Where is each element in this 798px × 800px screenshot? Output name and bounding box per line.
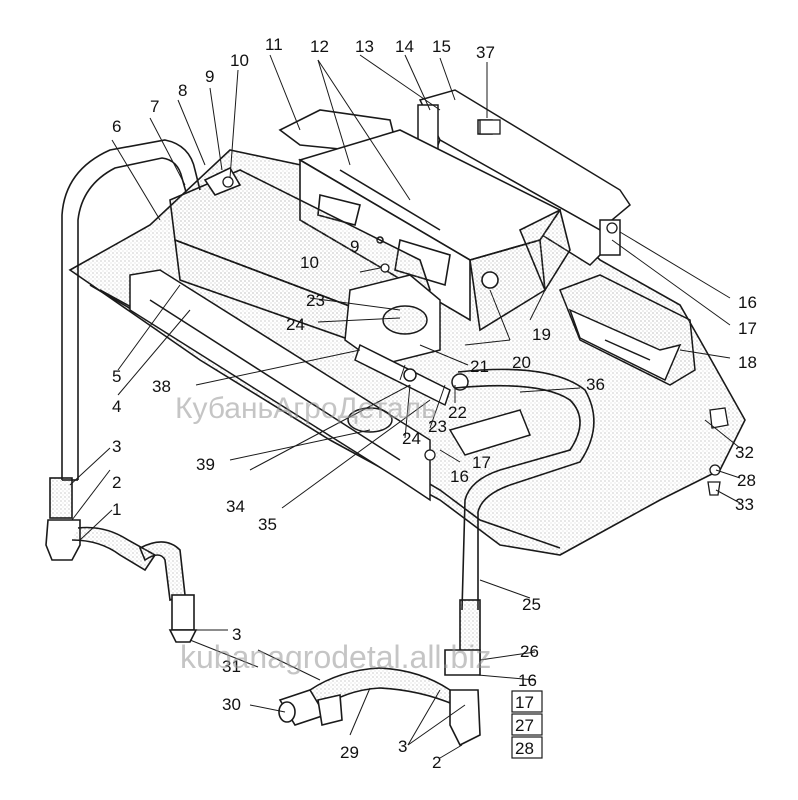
- callout-36: 36: [586, 375, 605, 394]
- callout-7: 7: [150, 97, 159, 116]
- seat-riser: [278, 109, 571, 332]
- right-heater-pipe: [454, 368, 595, 661]
- callout-16c: 16: [518, 671, 537, 690]
- callout-12: 12: [310, 37, 329, 56]
- boxed-callout-b27: 27: [515, 716, 534, 735]
- callout-17a: 17: [738, 319, 757, 338]
- valve-assembly: [278, 649, 481, 747]
- callout-24a: 24: [286, 315, 305, 334]
- callout-15: 15: [432, 37, 451, 56]
- callout-9a: 9: [205, 67, 214, 86]
- callout-18: 18: [738, 353, 757, 372]
- callout-23b: 23: [428, 417, 447, 436]
- callout-31: 31: [222, 657, 241, 676]
- callout-23a: 23: [306, 291, 325, 310]
- floor-channel: [129, 269, 531, 502]
- left-heater-pipe: [45, 139, 201, 572]
- callout-6: 6: [112, 117, 121, 136]
- callout-16b: 16: [450, 467, 469, 486]
- callout-16a: 16: [738, 293, 757, 312]
- callout-10b: 10: [300, 253, 319, 272]
- callout-30: 30: [222, 695, 241, 714]
- callout-3c: 3: [398, 737, 407, 756]
- callout-32: 32: [735, 443, 754, 462]
- callout-3a: 3: [112, 437, 121, 456]
- callout-28: 28: [737, 471, 756, 490]
- callout-11: 11: [265, 35, 283, 54]
- callout-10a: 10: [230, 51, 249, 70]
- fan-bracket: [344, 274, 469, 407]
- callout-37: 37: [476, 43, 495, 62]
- callout-5: 5: [112, 367, 121, 386]
- callout-4: 4: [112, 397, 121, 416]
- callout-29: 29: [340, 743, 359, 762]
- callout-35: 35: [258, 515, 277, 534]
- callout-21: 21: [470, 357, 489, 376]
- leader-lines: [69, 54, 741, 759]
- callout-25: 25: [522, 595, 541, 614]
- callout-24b: 24: [402, 429, 421, 448]
- callout-8: 8: [178, 81, 187, 100]
- boxed-label-frames: [511, 690, 543, 759]
- callout-17b: 17: [472, 453, 491, 472]
- callout-9b: 9: [350, 237, 359, 256]
- callout-14: 14: [395, 37, 414, 56]
- callout-1: 1: [112, 500, 121, 519]
- callout-2b: 2: [432, 753, 441, 772]
- callout-26: 26: [520, 642, 539, 661]
- callout-33: 33: [735, 495, 754, 514]
- boxed-callout-b17: 17: [515, 693, 534, 712]
- callout-3b: 3: [232, 625, 241, 644]
- boxed-callout-b28: 28: [515, 739, 534, 758]
- watermark-bottom: kubanagrodetal.all.biz: [180, 639, 491, 675]
- rear-panel: [559, 274, 696, 386]
- callout-39: 39: [196, 455, 215, 474]
- callout-2a: 2: [112, 473, 121, 492]
- callout-38: 38: [152, 377, 171, 396]
- lower-hose-left: [138, 541, 198, 643]
- callout-13: 13: [355, 37, 374, 56]
- callout-22: 22: [448, 403, 467, 422]
- watermark-center: КубаньАгроДеталь: [175, 392, 437, 425]
- fasteners: [222, 119, 729, 496]
- callout-19: 19: [532, 325, 551, 344]
- callout-34: 34: [226, 497, 245, 516]
- callout-20: 20: [512, 353, 531, 372]
